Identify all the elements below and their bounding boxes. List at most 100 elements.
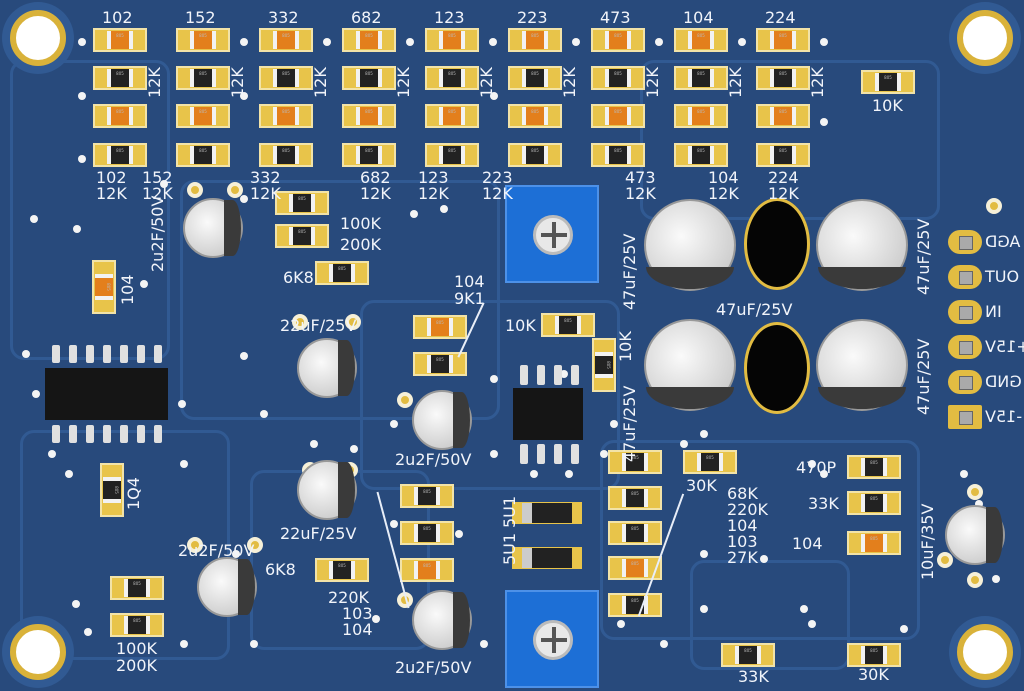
smd-marking: 805	[443, 69, 461, 87]
ic-pin	[103, 425, 111, 443]
smd-marking: 805	[418, 561, 436, 579]
soic14-ic	[45, 368, 168, 420]
silkscreen-label: 10K	[872, 96, 903, 115]
smd-resistor: 805	[847, 643, 901, 667]
via	[240, 38, 248, 46]
trace	[360, 300, 620, 490]
connector-label: -15V	[985, 407, 1022, 426]
via	[73, 225, 81, 233]
mounting-hole	[10, 624, 66, 680]
silkscreen-label: 470P	[796, 458, 837, 477]
smd-marking: 805	[609, 146, 627, 164]
via	[489, 38, 497, 46]
smd-resistor: 805	[275, 191, 329, 215]
via	[178, 400, 186, 408]
silkscreen-label: 10K	[505, 316, 536, 335]
silkscreen-label: 12K	[477, 67, 496, 98]
smd-resistor: 805	[259, 143, 313, 167]
silkscreen-label: 68K	[727, 484, 758, 503]
via	[820, 470, 828, 478]
adjust-screw-icon[interactable]	[533, 620, 573, 660]
connector-pin[interactable]	[948, 405, 982, 429]
polarity-mark	[224, 200, 241, 256]
smd-capacitor: 805	[756, 28, 810, 52]
cap-pad	[937, 552, 953, 568]
via	[440, 205, 448, 213]
polarity-mark	[453, 592, 470, 648]
via	[490, 92, 498, 100]
electrolytic-capacitor	[945, 505, 1005, 565]
silkscreen-label: 220K	[328, 588, 370, 607]
smd-capacitor: 805	[425, 28, 479, 52]
electrolytic-capacitor	[412, 390, 472, 450]
trace	[600, 440, 920, 640]
extra-pad	[986, 198, 1002, 214]
ic-pin	[571, 444, 579, 464]
smd-resistor: 805	[93, 66, 147, 90]
smd-resistor: 805	[756, 143, 810, 167]
smd-capacitor: 805	[92, 260, 116, 314]
connector-pin[interactable]	[948, 300, 982, 324]
smd-marking: 805	[774, 146, 792, 164]
via	[78, 38, 86, 46]
ic-pin	[554, 444, 562, 464]
silkscreen-label: 33K	[808, 494, 839, 513]
smd-marking: 805	[692, 69, 710, 87]
via	[84, 628, 92, 636]
connector-pin[interactable]	[948, 230, 982, 254]
silkscreen-label: 123	[434, 8, 465, 27]
smd-marking: 805	[692, 31, 710, 49]
smd-marking: 805	[111, 31, 129, 49]
mounting-hole	[957, 624, 1013, 680]
silkscreen-label: 104	[708, 168, 739, 187]
via	[975, 500, 983, 508]
smd-resistor: 805	[608, 593, 662, 617]
connector-pin[interactable]	[948, 335, 982, 359]
smd-resistor: 805	[683, 450, 737, 474]
electrolytic-capacitor-large	[644, 199, 736, 291]
smd-marking: 805	[293, 227, 311, 245]
via	[160, 180, 168, 188]
smd-resistor: 805	[861, 70, 915, 94]
silkscreen-label: 2u2F/50V	[395, 450, 472, 469]
silkscreen-label: 47uF/25V	[620, 233, 639, 310]
silkscreen-label: 12K	[228, 67, 247, 98]
smd-marking: 805	[865, 494, 883, 512]
smd-resistor: 805	[608, 521, 662, 545]
silkscreen-label: 12K	[145, 67, 164, 98]
silkscreen-label: 12K	[708, 184, 739, 203]
smd-resistor: 805	[847, 455, 901, 479]
smd-marking: 805	[443, 107, 461, 125]
via	[22, 350, 30, 358]
silkscreen-label: 2u2F/50V	[395, 658, 472, 677]
smd-resistor: 805	[591, 66, 645, 90]
smd-resistor: 805	[508, 66, 562, 90]
smd-marking: 805	[360, 69, 378, 87]
silkscreen-label: 224	[768, 168, 799, 187]
mounting-hole	[10, 10, 66, 66]
smd-capacitor: 805	[508, 28, 562, 52]
silkscreen-label: 123	[418, 168, 449, 187]
connector-pin[interactable]	[948, 370, 982, 394]
smd-resistor: 805	[110, 576, 164, 600]
smd-capacitor: 805	[176, 104, 230, 128]
smd-resistor: 805	[93, 143, 147, 167]
smd-marking: 805	[526, 107, 544, 125]
silkscreen-label: 200K	[116, 656, 158, 675]
silkscreen-label: 12K	[96, 184, 127, 203]
ic-pin	[520, 365, 528, 385]
adjust-screw-icon[interactable]	[533, 215, 573, 255]
smd-marking: 805	[95, 278, 113, 296]
pin-label: IN	[985, 302, 1002, 321]
connector-pin[interactable]	[948, 265, 982, 289]
silkscreen-label: 2u2F/50V	[178, 541, 255, 560]
silkscreen-label: 12K	[643, 67, 662, 98]
silkscreen-label: 100K	[340, 214, 382, 233]
polarity-mark	[818, 267, 906, 289]
polarity-mark	[646, 267, 734, 289]
smd-resistor: 805	[259, 66, 313, 90]
polarity-mark	[453, 392, 470, 448]
silkscreen-label: 5U1	[500, 495, 519, 528]
smd-marking: 805	[431, 318, 449, 336]
ic-pin	[120, 425, 128, 443]
